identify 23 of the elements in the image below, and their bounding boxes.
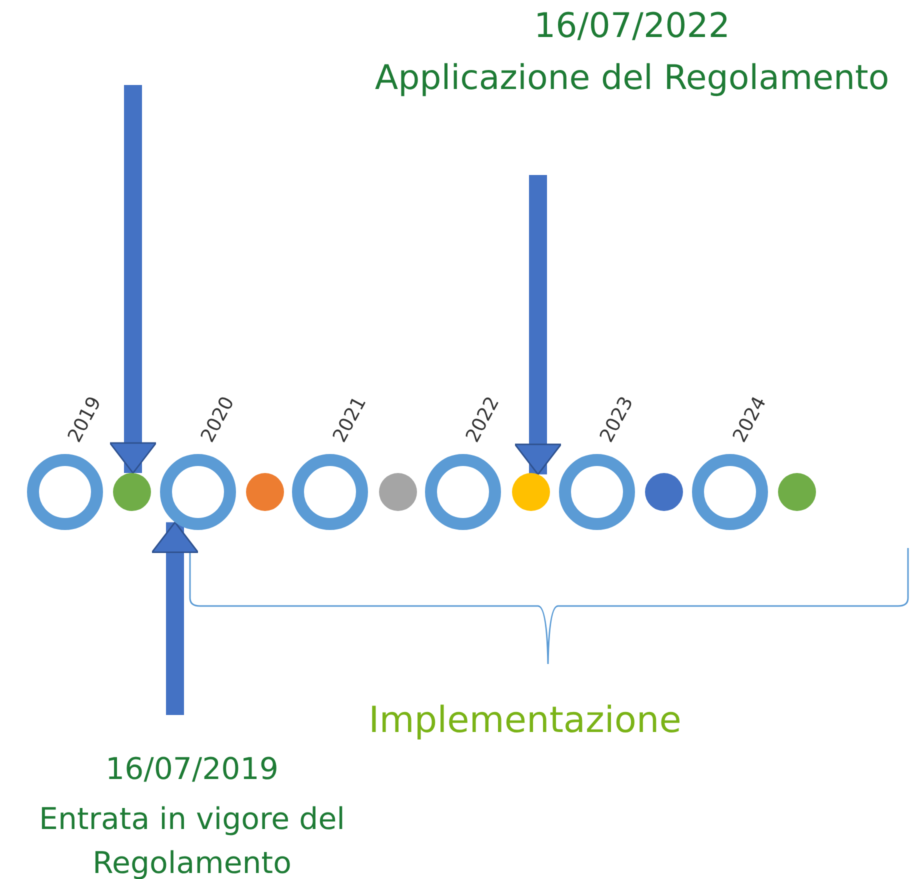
year-ring bbox=[160, 454, 236, 530]
timeline-dot bbox=[778, 473, 816, 511]
year-ring bbox=[27, 454, 103, 530]
year-label: 2023 bbox=[596, 392, 638, 446]
date-label: 16/07/2019 bbox=[104, 752, 280, 787]
year-label: 2020 bbox=[196, 392, 239, 446]
year-ring bbox=[292, 454, 368, 530]
event-label: Applicazione del Regolamento bbox=[374, 58, 890, 98]
timeline-dot bbox=[113, 473, 151, 511]
year-label: 2019 bbox=[64, 392, 106, 446]
timeline-dot bbox=[512, 473, 550, 511]
year-ring bbox=[425, 454, 501, 530]
year-ring bbox=[692, 454, 768, 530]
timeline-dot bbox=[246, 473, 284, 511]
event-label: Entrata in vigore del Regolamento bbox=[38, 801, 346, 879]
phase-label: Implementazione bbox=[368, 700, 682, 741]
arrow bbox=[109, 85, 157, 474]
year-ring bbox=[559, 454, 635, 530]
timeline-dot bbox=[379, 473, 417, 511]
date-label: 16/07/2022 bbox=[533, 6, 731, 46]
arrow bbox=[151, 522, 199, 715]
timeline-dot bbox=[645, 473, 683, 511]
arrow bbox=[514, 175, 562, 476]
